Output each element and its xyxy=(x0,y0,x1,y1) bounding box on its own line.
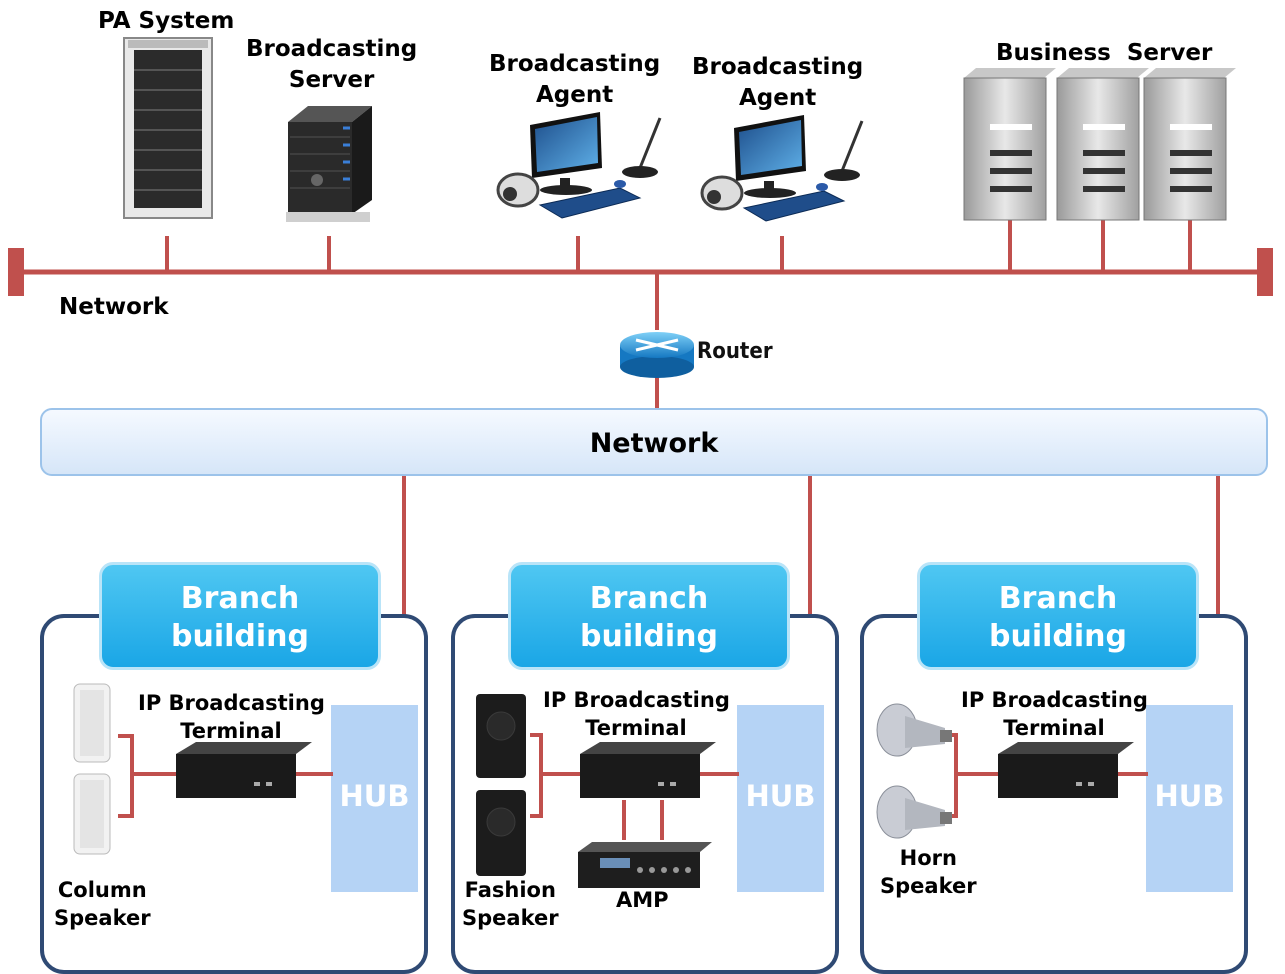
network-band: Network xyxy=(40,408,1268,476)
branch-3-terminal-label: IP Broadcasting Terminal xyxy=(961,686,1148,742)
branch-3-terminal-line-1: IP Broadcasting xyxy=(961,688,1148,712)
branch-2-terminal-line-1: IP Broadcasting xyxy=(543,688,730,712)
branch-2-hub-label: HUB xyxy=(745,779,816,813)
agent-2-line-2: Agent xyxy=(739,85,817,111)
branch-1-terminal-label: IP Broadcasting Terminal xyxy=(138,689,325,745)
router-icon xyxy=(620,332,694,378)
branch-1-speaker-label: Column Speaker xyxy=(54,876,151,932)
amp-label: AMP xyxy=(616,888,669,912)
branch-3-terminal-line-2: Terminal xyxy=(1003,716,1105,740)
branch-2-speaker-label: Fashion Speaker xyxy=(462,876,559,932)
agent-2-label: Broadcasting Agent xyxy=(692,52,863,114)
branch-3-title: Branch building xyxy=(917,562,1199,670)
branch-1-title-line-1: Branch xyxy=(180,581,300,616)
branch-3-speaker-line-1: Horn xyxy=(899,846,957,870)
broadcasting-server xyxy=(286,106,372,222)
business-servers xyxy=(963,68,1236,221)
branch-2-speaker-line-1: Fashion xyxy=(464,878,556,902)
pa-system-label: PA System xyxy=(98,8,235,34)
network-bus xyxy=(8,220,1273,410)
branch-1-terminal-line-1: IP Broadcasting xyxy=(138,691,325,715)
agent-1-label: Broadcasting Agent xyxy=(489,49,660,111)
branch-2-terminal-label: IP Broadcasting Terminal xyxy=(543,686,730,742)
branch-1-speaker-line-1: Column xyxy=(57,878,147,902)
agent-1-line-1: Broadcasting xyxy=(489,51,661,77)
business-server-label: Business Server xyxy=(996,40,1213,66)
branch-1-terminal-line-2: Terminal xyxy=(180,719,282,743)
branch-1-hub-label: HUB xyxy=(339,779,410,813)
branch-1-title-line-2: building xyxy=(171,619,309,654)
branch-2-hub: HUB xyxy=(737,705,824,892)
network-bus-label: Network xyxy=(59,294,169,320)
agent-workstation-2 xyxy=(700,115,864,222)
branch-2-title-line-2: building xyxy=(580,619,718,654)
router-label: Router xyxy=(697,339,773,364)
branch-2-title: Branch building xyxy=(508,562,790,670)
network-band-label: Network xyxy=(589,428,719,459)
branch-3-hub: HUB xyxy=(1146,705,1233,892)
agent-workstation-1 xyxy=(496,112,662,219)
broadcasting-server-label: Broadcasting Server xyxy=(246,34,417,96)
broadcasting-server-line-2: Server xyxy=(288,67,375,93)
branch-2-speaker-line-2: Speaker xyxy=(462,906,559,930)
broadcasting-server-line-1: Broadcasting xyxy=(246,36,418,62)
pa-system-rack xyxy=(123,37,213,219)
branch-1-speaker-line-2: Speaker xyxy=(54,906,151,930)
agent-2-line-1: Broadcasting xyxy=(692,54,864,80)
agent-1-line-2: Agent xyxy=(536,82,614,108)
branch-3-hub-label: HUB xyxy=(1154,779,1225,813)
branch-1-title: Branch building xyxy=(99,562,381,670)
branch-3-speaker-line-2: Speaker xyxy=(880,874,977,898)
branch-1-hub: HUB xyxy=(331,705,418,892)
branch-3-title-line-2: building xyxy=(989,619,1127,654)
branch-2-title-line-1: Branch xyxy=(589,581,709,616)
branch-3-title-line-1: Branch xyxy=(998,581,1118,616)
branch-2-terminal-line-2: Terminal xyxy=(585,716,687,740)
branch-3-speaker-label: Horn Speaker xyxy=(880,844,977,900)
